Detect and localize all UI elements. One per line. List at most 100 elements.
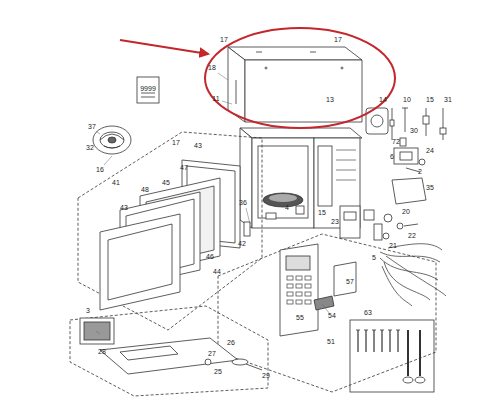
callout-number: 21 (388, 242, 398, 250)
outer-wrapper (228, 47, 362, 60)
electrical-parts (397, 223, 403, 229)
callout-number: 2 (417, 168, 423, 176)
control-panel-group (334, 262, 356, 296)
callout-number: 9999 (139, 85, 157, 93)
screw-group (419, 330, 421, 376)
callout-number: 20 (401, 208, 411, 216)
callout-number: 57 (345, 278, 355, 286)
leader-lines (96, 73, 330, 334)
outer-wrapper (245, 60, 362, 122)
control-panel-group (314, 296, 334, 310)
screw-group (350, 320, 434, 392)
electrical-parts (384, 214, 392, 222)
screw-group (403, 377, 413, 383)
outer-wrapper (256, 52, 262, 53)
leader-lines (96, 131, 100, 134)
callout-number: 63 (363, 309, 373, 317)
screw-group (350, 320, 434, 392)
label-card (141, 97, 155, 98)
small-parts (402, 108, 408, 109)
highlight (205, 28, 395, 128)
screw-group (396, 330, 400, 331)
outer-wrapper (341, 67, 343, 69)
screw-group (365, 330, 366, 352)
callout-number: 4 (284, 204, 290, 212)
callout-number: 11 (211, 95, 220, 103)
wire-harness (380, 258, 438, 280)
screw-group (373, 330, 374, 352)
screw-group (364, 330, 368, 331)
leader-lines (104, 156, 112, 165)
base-group (246, 364, 262, 370)
callout-number: 5 (371, 254, 377, 262)
callout-number: 47 (179, 164, 189, 172)
callout-number: 29 (261, 372, 271, 380)
small-parts (419, 159, 425, 165)
control-panel-group (305, 292, 311, 296)
small-parts (366, 108, 446, 172)
oven-cavity (240, 128, 362, 138)
door-group (100, 214, 180, 310)
oven-cavity (266, 213, 276, 219)
control-panel-group (280, 244, 318, 336)
oven-cavity (318, 146, 332, 206)
electrical-parts (340, 178, 426, 240)
exploded-view (70, 47, 446, 396)
callout-number: 17 (171, 139, 181, 147)
control-panel-group (287, 284, 293, 288)
fan-motor (108, 137, 116, 143)
highlight (120, 28, 395, 128)
control-panel-group (287, 300, 293, 304)
base-group (232, 359, 248, 365)
callout-number: 17 (219, 36, 229, 44)
door-group (244, 222, 250, 236)
small-parts (443, 108, 444, 140)
small-parts (394, 148, 418, 164)
small-parts (423, 116, 429, 124)
oven-cavity (240, 128, 362, 228)
small-parts (440, 128, 446, 134)
callout-number: 6 (389, 153, 395, 161)
small-parts (405, 108, 406, 132)
control-panel-group (218, 234, 436, 392)
fan-motor (93, 126, 131, 154)
control-panel-group (296, 276, 302, 280)
electrical-parts (404, 224, 418, 226)
callout-number: 31 (443, 96, 453, 104)
callout-number: 55 (295, 314, 305, 322)
callout-number: 27 (207, 350, 217, 358)
fan-motor (93, 126, 131, 154)
callout-number: 10 (402, 96, 412, 104)
callout-number: 26 (226, 339, 236, 347)
callout-number: 45 (161, 179, 171, 187)
callout-number: 37 (87, 123, 97, 131)
screw-group (381, 330, 382, 352)
base-group (120, 346, 178, 360)
door-group (78, 132, 262, 330)
oven-cavity (336, 160, 356, 161)
control-panel-group (296, 300, 302, 304)
base-group (80, 318, 114, 344)
control-panel-group (296, 292, 302, 296)
screw-group (380, 330, 384, 331)
small-parts (371, 115, 383, 127)
electrical-parts (364, 210, 374, 220)
wire-harness (382, 266, 412, 306)
callout-number: 51 (326, 338, 336, 346)
control-panel-group (305, 276, 311, 280)
screw-group (372, 330, 376, 331)
callout-number: 36 (238, 199, 248, 207)
outer-wrapper (310, 52, 316, 53)
control-panel-group (305, 284, 311, 288)
small-parts (390, 120, 394, 126)
callout-number: 43 (193, 142, 203, 150)
door-group (78, 132, 262, 330)
small-parts (406, 168, 420, 172)
leader-lines (222, 101, 232, 104)
screw-group (407, 330, 409, 376)
callout-number: 17 (333, 36, 343, 44)
electrical-parts (392, 178, 426, 204)
outer-wrapper (265, 67, 267, 69)
callout-number: 15 (425, 96, 435, 104)
